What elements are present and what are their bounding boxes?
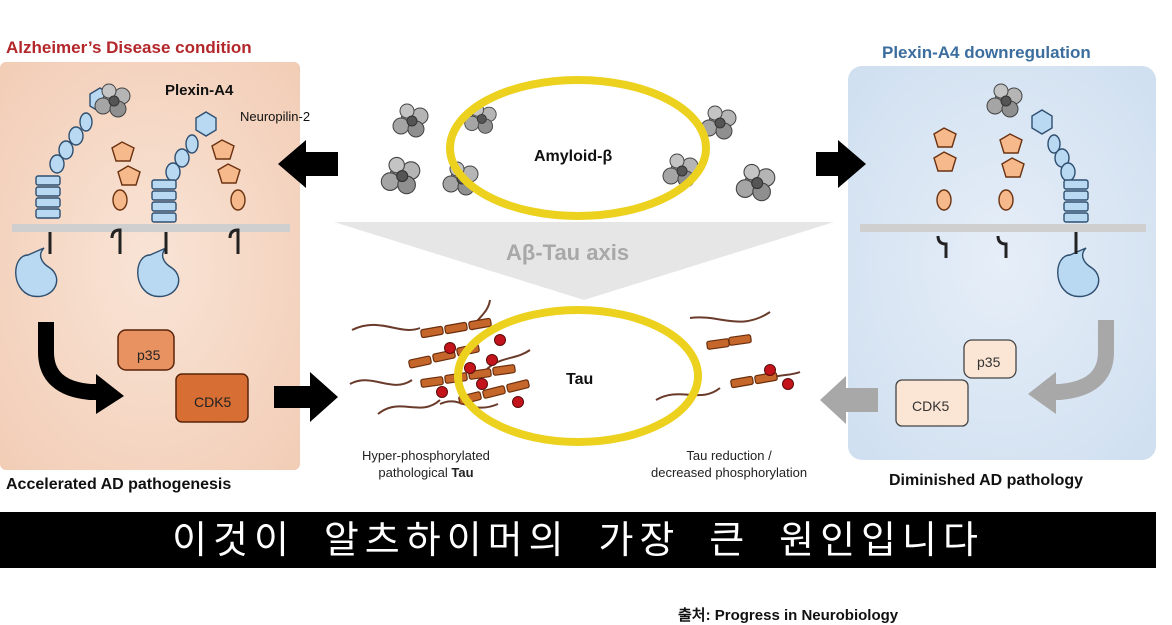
right-panel-background: [848, 66, 1156, 460]
hyper-caption-line2: pathological Tau: [362, 464, 490, 481]
subtitle-bar: [0, 512, 1156, 568]
neuropilin-2-label: Neuropilin-2: [240, 109, 311, 124]
right-cdk5-box: [895, 379, 969, 427]
abeta-tau-axis-label: Aβ-Tau axis: [506, 240, 630, 265]
right-cdk5-label: CDK5: [912, 398, 950, 414]
source-credit: 출처: Progress in Neurobiology: [678, 604, 898, 625]
hyperphosphorylated-tau: [349, 299, 531, 415]
amyloid-beta-label: Amyloid-β: [534, 148, 613, 165]
left-cdk5-label: CDK5: [194, 394, 232, 410]
left-p35-box: [117, 329, 175, 371]
tau-highlight-circle: [454, 306, 702, 446]
left-membrane: [12, 224, 290, 232]
tau-label: Tau: [566, 371, 594, 388]
reduced-tau: [655, 311, 801, 401]
left-plexin-receptor-2: [137, 111, 217, 298]
right-curved-arrow: [1054, 320, 1114, 400]
right-p35-label: p35: [977, 354, 1001, 370]
right-p35-box: [963, 339, 1017, 379]
right-neuropilin-2: [996, 133, 1025, 258]
left-curved-arrow: [38, 322, 96, 400]
hyper-caption-prefix: pathological: [378, 465, 452, 480]
source-name: Progress in Neurobiology: [714, 607, 899, 624]
left-neuropilin-2: [211, 139, 246, 254]
tau-reduction-caption: Tau reduction / decreased phosphorylatio…: [651, 447, 807, 481]
left-p35-label: p35: [137, 347, 161, 363]
right-panel-title: Plexin-A4 downregulation: [882, 43, 1091, 62]
reduction-caption-line1: Tau reduction /: [686, 448, 772, 463]
hyper-caption-bold: Tau: [451, 465, 474, 480]
right-neuropilin-1: [933, 127, 957, 258]
left-neuropilin-1: [110, 141, 141, 254]
korean-subtitle: 이것이 알츠하이머의 가장 큰 원인입니다: [172, 518, 984, 562]
left-curved-arrow-head: [96, 374, 124, 414]
diminished-outcome-label: Diminished AD pathology: [889, 472, 1084, 489]
amyloid-highlight-circle: [446, 76, 710, 220]
arrow-to-left-panel: [278, 140, 338, 188]
left-panel-title: Alzheimer’s Disease condition: [6, 38, 252, 57]
hyper-caption-line1: Hyper-phosphorylated: [362, 448, 490, 463]
plexin-a4-label: Plexin-A4: [165, 82, 234, 99]
right-curved-arrow-head: [1028, 372, 1056, 414]
arrow-to-right-panel: [816, 140, 866, 188]
source-prefix: 출처:: [678, 607, 715, 624]
hyperphosphorylated-caption: Hyper-phosphorylated pathological Tau: [362, 447, 490, 481]
accelerated-outcome-label: Accelerated AD pathogenesis: [6, 476, 232, 493]
right-membrane: [860, 224, 1146, 232]
left-cdk5-box: [175, 373, 249, 423]
gray-arrow-to-tau: [820, 376, 878, 424]
reduction-caption-line2: decreased phosphorylation: [651, 465, 808, 480]
abeta-tau-axis-triangle: [334, 222, 834, 300]
arrow-to-tau: [274, 372, 338, 422]
right-plexin-receptor: [1031, 109, 1100, 298]
